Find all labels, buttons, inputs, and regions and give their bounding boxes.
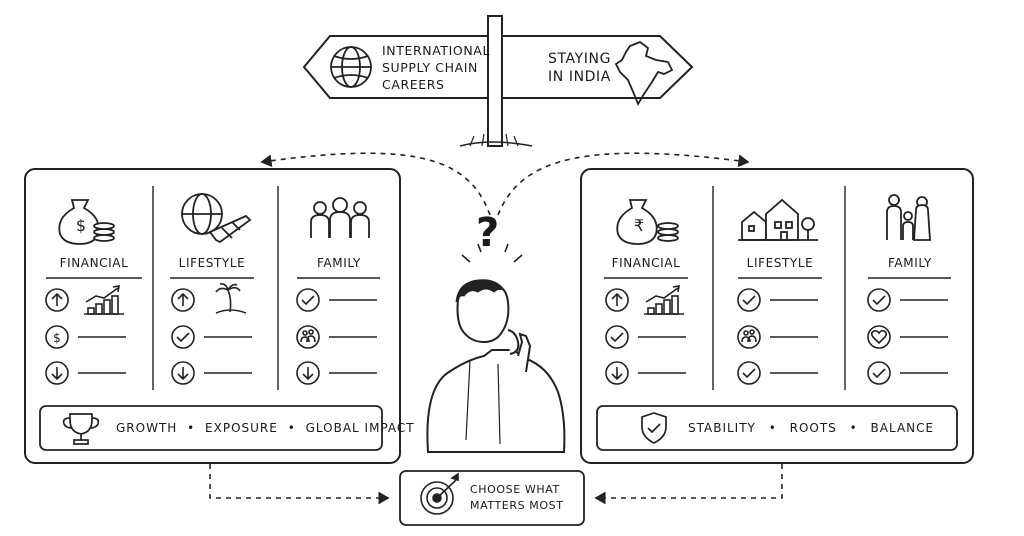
marker-glyphs xyxy=(51,292,948,381)
check-icon xyxy=(171,325,195,349)
target-arrow-icon xyxy=(420,472,459,515)
check-icon xyxy=(867,288,891,312)
money-bag-rupee-icon xyxy=(616,199,679,245)
panel-dividers xyxy=(46,186,951,390)
footer-item-exposure: Exposure xyxy=(205,421,278,435)
left-sign-line-1: International xyxy=(382,43,491,58)
footer-item-growth: Growth xyxy=(116,421,178,435)
dollar-glyph: $ xyxy=(76,216,86,235)
shield-check-icon xyxy=(641,412,667,444)
international-footer-text: Growth • Exposure • Global Impact xyxy=(116,421,415,435)
footer-separator: • xyxy=(187,421,196,435)
connector-to-india xyxy=(497,152,750,216)
decision-line-2: matters most xyxy=(470,499,564,512)
connector-to-international xyxy=(260,152,491,216)
connector-right-to-decision xyxy=(594,464,783,505)
heart-icon xyxy=(867,325,891,349)
money-bag-dollar-icon xyxy=(58,199,115,245)
question-mark: ? xyxy=(476,210,500,256)
footer-item-roots: Roots xyxy=(789,421,837,435)
right-sign-line-1: Staying xyxy=(548,51,612,67)
international-financial-title: Financial xyxy=(59,256,129,270)
check-icon xyxy=(296,288,320,312)
footer-separator: • xyxy=(849,421,858,435)
check-icon xyxy=(867,361,891,385)
india-footer-pill xyxy=(596,405,958,451)
india-financial-title: Financial xyxy=(611,256,681,270)
india-panel xyxy=(580,168,974,464)
india-family-title: Family xyxy=(888,256,932,270)
international-footer-pill xyxy=(39,405,383,451)
right-sign-board xyxy=(501,35,694,99)
international-family-title: Family xyxy=(317,256,361,270)
left-sign-board xyxy=(302,35,489,99)
rupee-glyph: ₹ xyxy=(634,216,644,235)
thinking-person-icon xyxy=(426,279,566,453)
signpost xyxy=(302,15,694,147)
question-burst xyxy=(461,243,523,263)
international-lifestyle-title: Lifestyle xyxy=(178,256,246,270)
trophy-icon xyxy=(62,413,100,445)
india-lifestyle-title: Lifestyle xyxy=(746,256,814,270)
india-map-icon xyxy=(614,40,674,107)
check-icon xyxy=(605,325,629,349)
globe-plane-icon xyxy=(181,193,252,244)
footer-separator: • xyxy=(768,421,777,435)
international-panel xyxy=(24,168,401,464)
check-icon xyxy=(737,361,761,385)
connector-left-to-decision xyxy=(209,464,390,505)
india-footer-text: Stability • Roots • Balance xyxy=(688,421,934,435)
decision-line-1: Choose what xyxy=(470,483,560,496)
family-icon xyxy=(886,194,931,241)
left-sign-line-3: Careers xyxy=(382,77,445,92)
footer-item-balance: Balance xyxy=(870,421,935,435)
palm-island-icon xyxy=(215,283,247,314)
signpost-pole xyxy=(487,15,503,147)
footer-separator: • xyxy=(287,421,296,435)
globe-icon xyxy=(330,46,372,88)
footer-item-global-impact: Global Impact xyxy=(305,421,415,435)
footer-item-stability: Stability xyxy=(688,421,756,435)
rising-chart-icon xyxy=(644,285,684,315)
family-group-icon xyxy=(310,197,370,238)
right-sign-line-2: in India xyxy=(548,69,611,85)
left-sign-line-2: Supply Chain xyxy=(382,60,478,75)
rising-chart-icon xyxy=(84,285,124,315)
dollar-icon xyxy=(45,325,69,349)
check-icon xyxy=(737,288,761,312)
houses-icon xyxy=(738,198,818,241)
dollar-marker-glyph: $ xyxy=(53,331,61,345)
